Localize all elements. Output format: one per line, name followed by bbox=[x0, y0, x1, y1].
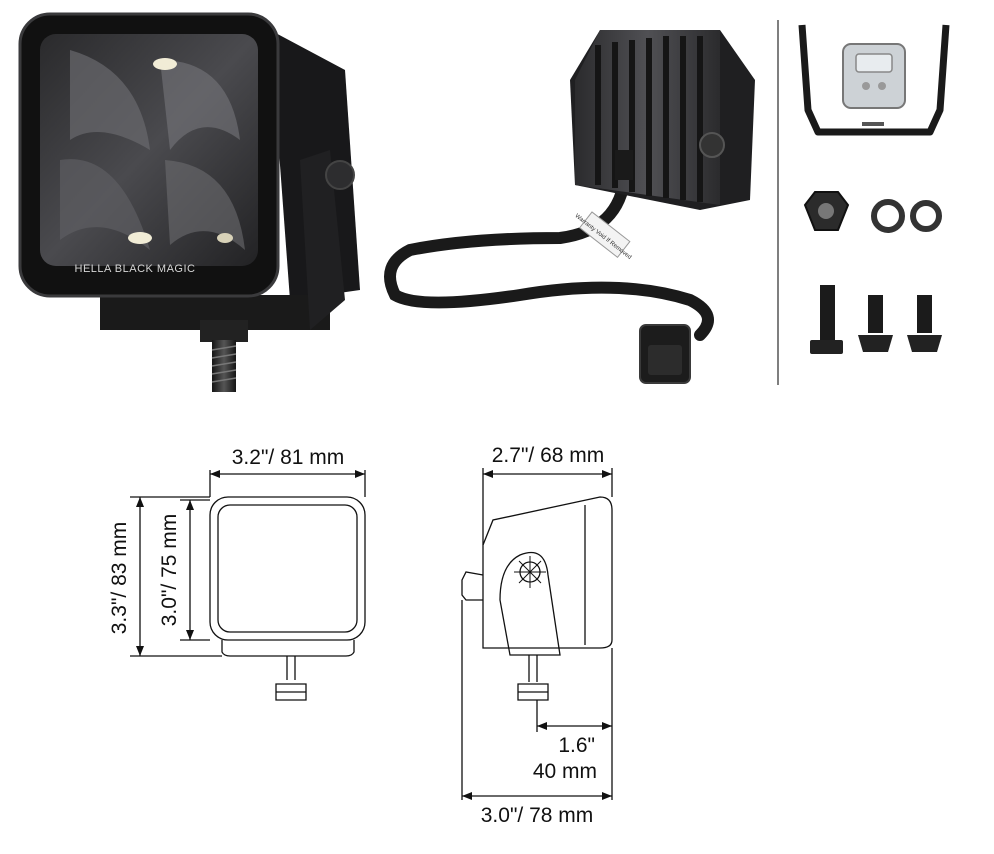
side-total-label: 3.0"/ 78 mm bbox=[481, 804, 594, 827]
bolt-icon bbox=[810, 285, 942, 354]
brand-print: HELLA BLACK MAGIC bbox=[75, 263, 196, 275]
light-rear-with-cable-icon: Warranty Void If Removed bbox=[384, 30, 755, 384]
front-dimension-arrows bbox=[136, 470, 365, 656]
front-width-label: 3.2"/ 81 mm bbox=[232, 446, 345, 469]
front-dimension-drawing bbox=[130, 470, 366, 701]
side-offset-mm-label: 40 mm bbox=[533, 760, 597, 783]
front-outer-height-label: 3.3"/ 83 mm bbox=[108, 522, 131, 635]
mounting-bracket-icon bbox=[798, 24, 950, 136]
front-inner-height-label: 3.0"/ 75 mm bbox=[158, 514, 181, 627]
side-offset-inch-label: 1.6" bbox=[558, 734, 595, 757]
side-depth-label: 2.7"/ 68 mm bbox=[492, 444, 605, 467]
side-dimension-arrows bbox=[462, 470, 612, 800]
light-front-icon: HELLA BLACK MAGIC bbox=[18, 12, 360, 392]
hex-nut-icon bbox=[803, 191, 850, 231]
side-dimension-drawing bbox=[461, 468, 613, 800]
lock-washer-icon bbox=[871, 199, 942, 233]
